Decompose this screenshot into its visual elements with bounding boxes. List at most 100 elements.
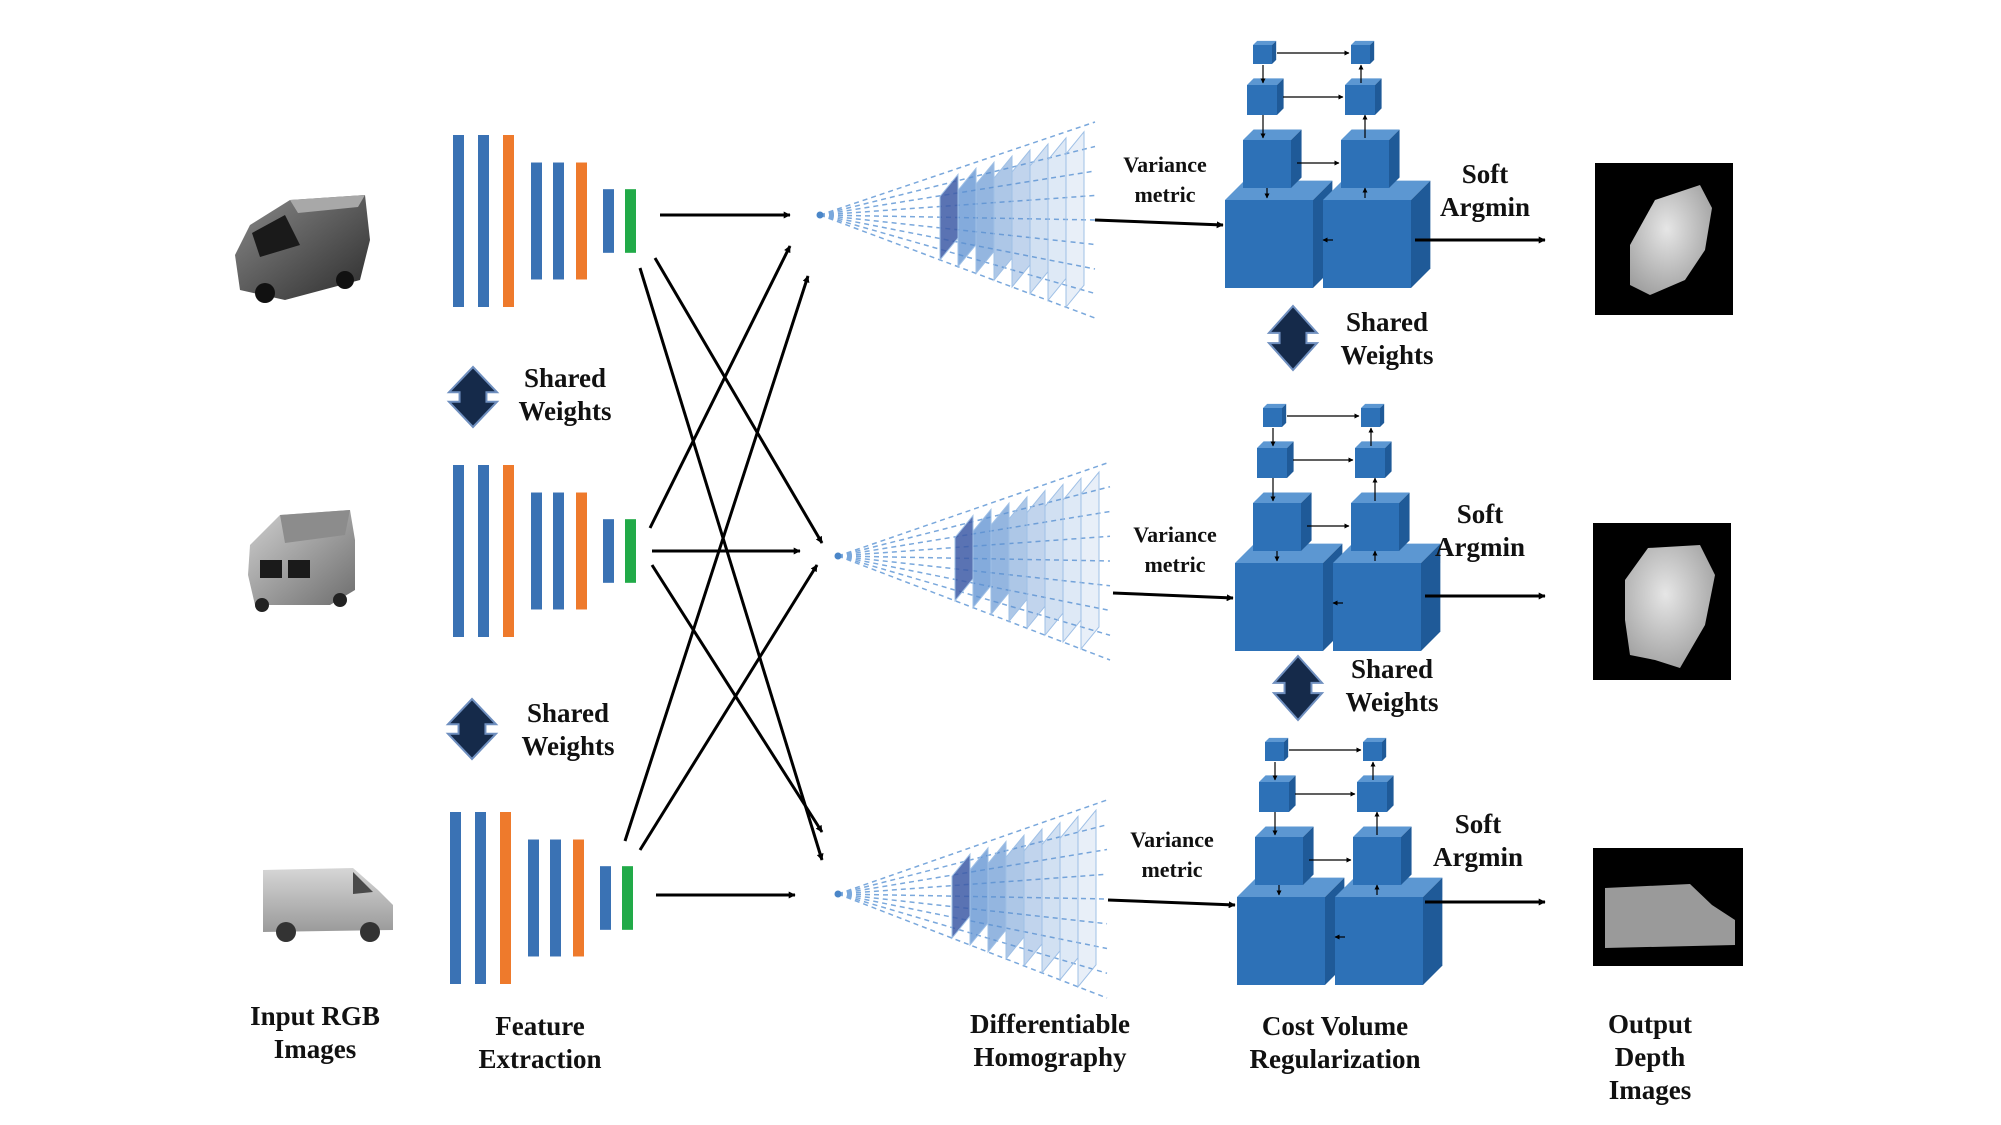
cube-side xyxy=(1291,129,1302,188)
depth-plane xyxy=(1047,136,1067,302)
feature-bar xyxy=(600,866,611,930)
cost-cube-small xyxy=(1259,775,1296,812)
cube-side xyxy=(1387,775,1394,812)
cube-side xyxy=(1385,441,1392,478)
cube-top xyxy=(1361,403,1385,408)
homography-frustum-3 xyxy=(834,799,1108,999)
shared-weights-arrow-icon xyxy=(446,365,500,429)
cube-front xyxy=(1237,897,1325,985)
cube-top xyxy=(1353,826,1412,837)
cost-cube-medium xyxy=(1255,826,1314,885)
variance-metric-label-2: Variance metric xyxy=(1133,522,1217,577)
depth-plane xyxy=(1044,483,1064,637)
cube-front xyxy=(1345,85,1375,115)
cube-side xyxy=(1287,441,1294,478)
depth-plane xyxy=(1023,827,1043,968)
connector-arrow xyxy=(1094,218,1224,229)
cube-front xyxy=(1335,897,1423,985)
cost-cube-medium xyxy=(1353,826,1412,885)
feature-bar xyxy=(625,519,636,583)
cost-cube-large xyxy=(1225,180,1333,288)
cube-front xyxy=(1355,448,1385,478)
depth-plane xyxy=(1077,808,1097,989)
homography-ray xyxy=(837,555,1111,636)
feature-bar xyxy=(531,162,542,280)
cube-front xyxy=(1357,782,1387,812)
camera-center xyxy=(834,552,842,560)
homography-frustum-2 xyxy=(834,461,1111,661)
camera-center xyxy=(834,890,842,898)
cost-cube-tiny xyxy=(1361,403,1385,427)
cube-top xyxy=(1253,40,1277,45)
connector-arrow xyxy=(638,564,819,851)
output-depth-image-3 xyxy=(1593,848,1743,966)
cost-cube-tiny xyxy=(1363,737,1387,761)
input-image-1 xyxy=(235,195,370,303)
cost-volume-label: Cost Volume Regularization xyxy=(1249,1011,1421,1074)
depth-plane xyxy=(993,154,1013,282)
cube-side xyxy=(1301,492,1312,551)
shared-weights-label-3: Shared Weights xyxy=(1340,307,1434,370)
input-image-2 xyxy=(248,510,355,612)
connector-arrow xyxy=(653,257,824,544)
soft-argmin-label-1: Soft Argmin xyxy=(1440,159,1530,222)
cube-side xyxy=(1423,877,1443,985)
depth-plane xyxy=(1041,821,1061,975)
cost-cube-small xyxy=(1257,441,1294,478)
cost-cube-large xyxy=(1235,543,1343,651)
van-wheel xyxy=(255,283,275,303)
homography-ray xyxy=(837,461,1111,557)
cube-front xyxy=(1353,837,1401,885)
cost-cube-medium xyxy=(1253,492,1312,551)
feature-bar xyxy=(503,135,514,307)
feature-bar xyxy=(478,135,489,307)
cube-top xyxy=(1357,775,1394,782)
output-depth-image-1 xyxy=(1595,163,1733,315)
cube-top xyxy=(1263,403,1287,408)
cube-side xyxy=(1401,826,1412,885)
cube-front xyxy=(1341,140,1389,188)
cost-cube-small xyxy=(1247,78,1284,115)
input-images-label: Input RGB Images xyxy=(250,1001,380,1064)
cube-top xyxy=(1253,492,1312,503)
cost-cube-small xyxy=(1345,78,1382,115)
feature-bar xyxy=(450,812,461,984)
cube-front xyxy=(1225,200,1313,288)
cost-cube-large xyxy=(1335,877,1443,985)
cube-front xyxy=(1265,742,1284,761)
cube-side xyxy=(1411,180,1431,288)
output-depth-image-2 xyxy=(1593,523,1731,680)
van-wheel xyxy=(333,593,347,607)
output-depth-label: Output Depth Images xyxy=(1607,1009,1693,1105)
cost-volume-unit-2 xyxy=(1235,403,1441,651)
depth-plane xyxy=(1065,130,1085,309)
cost-volume-unit-1 xyxy=(1225,40,1431,288)
depth-plane xyxy=(1059,815,1079,982)
cube-side xyxy=(1303,826,1314,885)
cube-front xyxy=(1333,563,1421,651)
van-roof xyxy=(290,195,365,213)
homography-ray xyxy=(837,893,1108,999)
van-wheel xyxy=(276,922,296,942)
van-wheel xyxy=(360,922,380,942)
depth-silhouette xyxy=(1625,545,1715,668)
cost-cube-medium xyxy=(1351,492,1410,551)
cube-front xyxy=(1257,448,1287,478)
cube-side xyxy=(1375,78,1382,115)
cube-front xyxy=(1351,503,1399,551)
cube-side xyxy=(1284,737,1289,761)
connector-arrow xyxy=(1107,898,1236,909)
van-wheel xyxy=(255,598,269,612)
shared-weights-label-1: Shared Weights xyxy=(518,363,612,426)
connector-arrow xyxy=(623,275,810,842)
feature-bar xyxy=(503,465,514,637)
feature-bar xyxy=(573,839,584,957)
depth-silhouette xyxy=(1630,185,1712,295)
cost-cube-small xyxy=(1355,441,1392,478)
cube-side xyxy=(1370,40,1375,64)
cube-side xyxy=(1272,40,1277,64)
depth-plane xyxy=(1008,495,1028,623)
feature-bar xyxy=(475,812,486,984)
feature-stack-2 xyxy=(453,465,636,637)
van-roof xyxy=(280,510,350,543)
